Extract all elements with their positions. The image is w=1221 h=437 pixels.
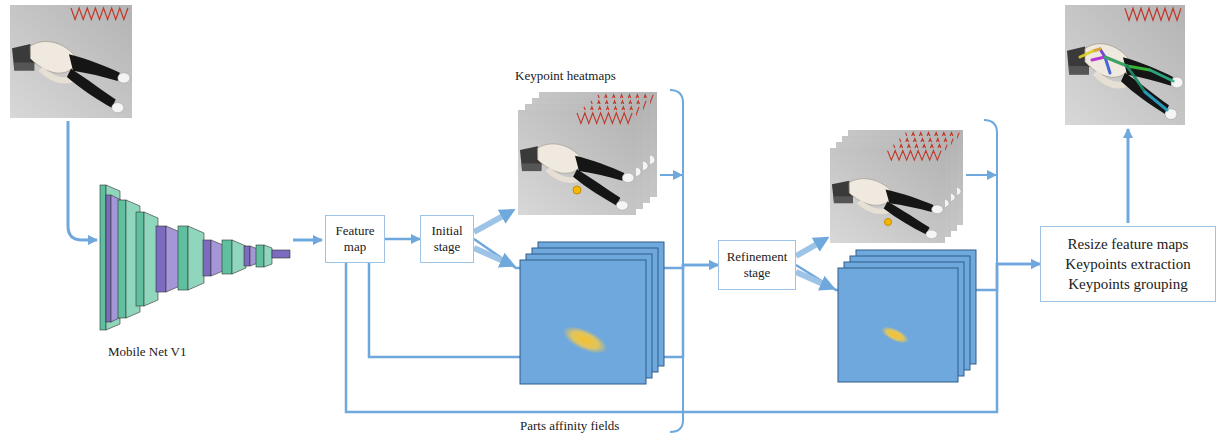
- node-text: Resize feature maps: [1068, 234, 1189, 254]
- fork-arrow: [796, 272, 830, 287]
- paf-blob: [879, 323, 911, 347]
- flow-arrow: [966, 174, 996, 176]
- caption-label: Mobile Net V1: [108, 344, 186, 360]
- process-box: Initial stage: [420, 215, 474, 263]
- paf-blob: [559, 321, 611, 359]
- fork-arrow: [796, 240, 824, 256]
- flow-connector: [346, 263, 1040, 412]
- node-text: Initial stage: [425, 223, 469, 254]
- flow-arrow: [68, 121, 97, 240]
- node-text: Feature map: [330, 223, 380, 254]
- paf-stack: [520, 242, 664, 384]
- flow-arrow: [293, 239, 322, 242]
- process-box: Resize feature mapsKeypoints extractionK…: [1040, 226, 1216, 302]
- network-blocks: [100, 185, 290, 330]
- fork-arrow: [474, 248, 510, 264]
- fork-arrow: [474, 212, 510, 232]
- heatmap-stack: [518, 92, 657, 215]
- flow-connector: [385, 238, 420, 241]
- flow-arrow: [660, 174, 682, 176]
- process-box: Refinement stage: [718, 240, 796, 290]
- paf-stack: [838, 250, 976, 382]
- output-image: [1065, 5, 1185, 125]
- process-box: Feature map: [325, 215, 385, 263]
- bracket: [984, 120, 997, 412]
- caption-label: Keypoint heatmaps: [515, 68, 616, 84]
- node-text: Keypoints grouping: [1068, 274, 1188, 294]
- pose-skeleton: [1080, 49, 1173, 110]
- node-text: Refinement stage: [723, 249, 791, 280]
- bracket: [670, 90, 683, 432]
- caption-label: Parts affinity fields: [520, 418, 619, 434]
- node-text: Keypoints extraction: [1065, 254, 1190, 274]
- input-image: [10, 5, 132, 118]
- heatmap-stack: [830, 130, 963, 243]
- flow-arrow: [1127, 129, 1130, 223]
